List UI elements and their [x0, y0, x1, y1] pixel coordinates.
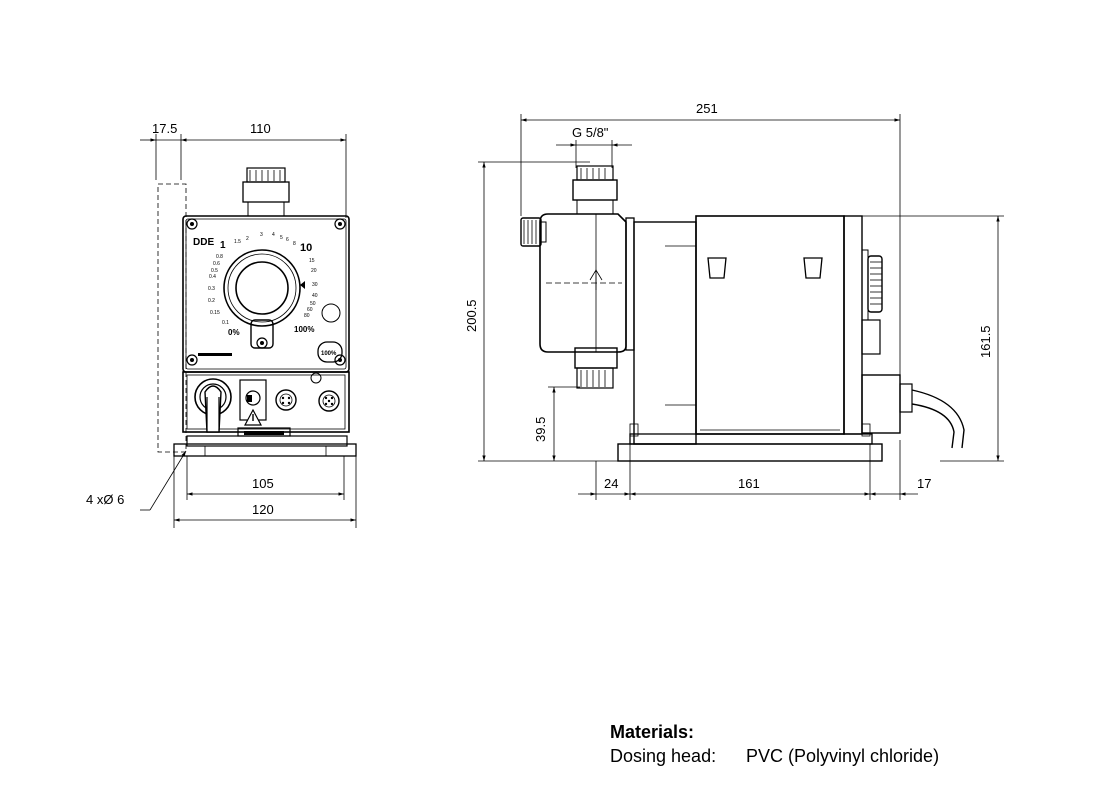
scale-label: 0.4: [209, 274, 216, 280]
scale-label: 5: [280, 235, 283, 241]
materials-row: Dosing head: PVC (Polyvinyl chloride): [610, 746, 939, 767]
scale-label: 30: [312, 282, 318, 288]
panel-hundred: 100%: [294, 325, 314, 334]
material-label: Dosing head:: [610, 746, 717, 766]
dim-d1: 24: [604, 476, 618, 491]
scale-label: 0.8: [216, 254, 223, 260]
scale-label: 0.2: [208, 298, 215, 304]
dim-d2: 161: [738, 476, 760, 491]
hundred-percent-button[interactable]: 100%: [321, 351, 337, 357]
dim-thread: G 5/8": [572, 125, 609, 140]
front-view: 17.5 110 DDE 1 10 1.5 0.8 0.6 0.5 0.4 0.…: [86, 121, 357, 528]
scale-right: 15 20 30 40 50 60 80: [304, 258, 318, 319]
scale-label: 0.5: [211, 268, 218, 274]
scale-label: 50: [310, 301, 316, 307]
scale-label: 60: [307, 307, 313, 313]
dim-d3: 17: [917, 476, 931, 491]
dim-height-port: 39.5: [533, 417, 548, 442]
scale-label: 15: [309, 258, 315, 264]
dim-holes: 4 xØ 6: [86, 492, 124, 507]
scale-label: 80: [304, 313, 310, 319]
panel-zero: 0%: [228, 328, 240, 337]
scale-label: 20: [311, 268, 317, 274]
mode-icon: [321, 303, 341, 323]
scale-label: 40: [312, 293, 318, 299]
side-view: 251 G 5/8" 200.5 39.5 161.5: [464, 101, 1004, 500]
dim-height-total: 200.5: [464, 299, 479, 332]
scale-label: 0.6: [213, 261, 220, 267]
scale-label: 0.3: [208, 286, 215, 292]
materials-title: Materials:: [610, 722, 695, 742]
panel-model: DDE: [193, 237, 214, 248]
brand-logo: [198, 353, 232, 356]
material-value: PVC (Polyvinyl chloride): [746, 746, 940, 766]
scale-label: 0.15: [210, 310, 220, 316]
scale-label: 1.5: [234, 239, 241, 245]
panel-scale-low: 1: [220, 240, 226, 251]
dim-height-body: 161.5: [978, 325, 993, 358]
level-input-socket[interactable]: [318, 390, 340, 412]
scale-label: 2: [246, 236, 249, 242]
panel-scale-high: 10: [300, 242, 312, 254]
dim-offset: 17.5: [152, 121, 177, 136]
scale-label: 8: [293, 241, 296, 247]
scale-top: 2 3 4 5 6 8: [246, 232, 296, 247]
scale-left: 1.5 0.8 0.6 0.5 0.4 0.3 0.2 0.15 0.1: [208, 239, 241, 326]
dosing-dial[interactable]: [223, 249, 301, 327]
dim-hole-spacing: 105: [252, 476, 274, 491]
dim-width-top: 110: [250, 121, 271, 136]
signal-input-socket[interactable]: [275, 389, 297, 411]
scale-label: 6: [286, 237, 289, 243]
scale-label: 0.1: [222, 320, 229, 326]
scale-label: 3: [260, 232, 263, 238]
dim-length: 251: [696, 101, 718, 116]
scale-label: 4: [272, 232, 275, 238]
dim-base-width: 120: [252, 502, 274, 517]
